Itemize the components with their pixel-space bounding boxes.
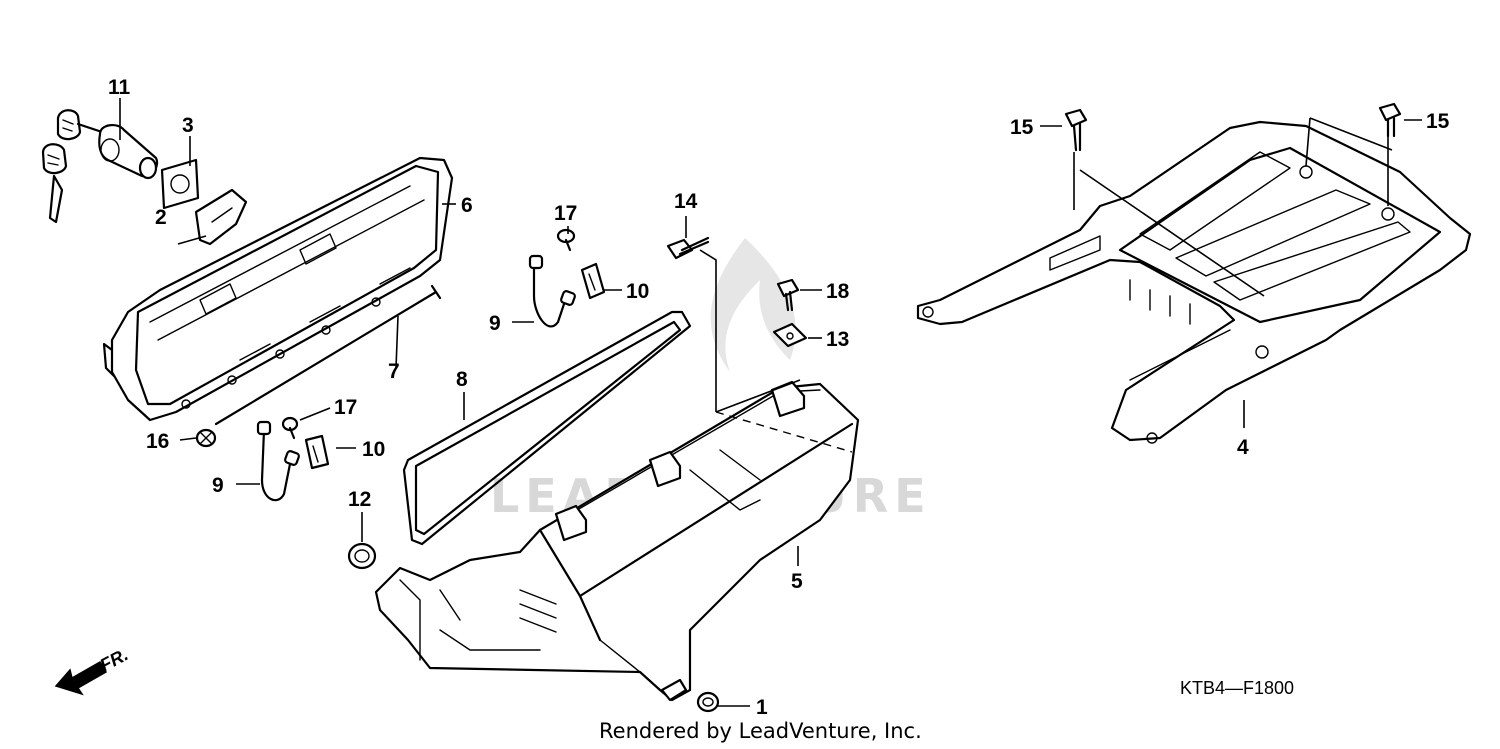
lid-part-6 — [102, 156, 454, 422]
callout-18: 18 — [826, 280, 850, 303]
callout-5: 5 — [791, 570, 803, 593]
key-cylinder-part-11 — [41, 109, 159, 224]
grommet-part-12 — [347, 542, 377, 570]
callout-15-left: 15 — [1010, 116, 1034, 139]
callout-13: 13 — [826, 328, 849, 351]
callout-8: 8 — [456, 368, 468, 391]
bolt-part-18 — [776, 278, 800, 312]
plate-part-3 — [160, 158, 200, 210]
clip-part-2 — [194, 188, 248, 246]
screw-part-17-lower — [281, 416, 299, 440]
diagram-code: KTB4—F1800 — [1180, 678, 1294, 698]
callout-15-right: 15 — [1426, 110, 1450, 133]
callout-12: 12 — [348, 488, 371, 511]
bolt-part-15-left — [1064, 108, 1088, 152]
clip-part-10-lower — [304, 434, 330, 470]
callout-3: 3 — [182, 114, 194, 137]
callout-9-upper: 9 — [489, 312, 501, 335]
callout-14: 14 — [674, 190, 698, 213]
clip-part-10-upper — [580, 262, 606, 300]
watermark-logo — [710, 238, 796, 372]
clip-part-13 — [772, 322, 808, 348]
rendered-by-credit: Rendered by LeadVenture, Inc. — [599, 719, 922, 743]
grommet-part-1 — [696, 691, 720, 713]
callout-10-upper: 10 — [626, 280, 649, 303]
box-part-5 — [374, 380, 860, 702]
callout-11: 11 — [108, 76, 131, 99]
callout-7: 7 — [388, 360, 400, 383]
leader-lines — [119, 98, 1422, 707]
callout-6: 6 — [461, 194, 473, 217]
callout-17-upper: 17 — [554, 202, 577, 225]
callout-9-lower: 9 — [212, 474, 224, 497]
bolt-part-14 — [666, 236, 710, 260]
callout-4: 4 — [1237, 436, 1249, 459]
callout-16: 16 — [146, 430, 169, 453]
seal-part-8 — [402, 310, 692, 546]
callout-1: 1 — [756, 696, 768, 719]
wire-part-9-upper — [528, 254, 576, 328]
screw-part-17-upper — [556, 228, 576, 252]
bolt-part-15-right — [1378, 102, 1402, 138]
carrier-part-4 — [916, 120, 1472, 444]
callouts: 11 3 2 6 7 8 9 10 17 14 18 13 17 16 10 9… — [108, 76, 1450, 719]
rod-part-7 — [214, 284, 442, 426]
wire-part-9-lower — [256, 420, 300, 502]
front-arrow-icon — [54, 660, 108, 696]
grommet-part-16 — [195, 428, 217, 448]
callout-2: 2 — [155, 206, 167, 229]
callout-10-lower: 10 — [362, 438, 385, 461]
callout-17-lower: 17 — [334, 396, 357, 419]
